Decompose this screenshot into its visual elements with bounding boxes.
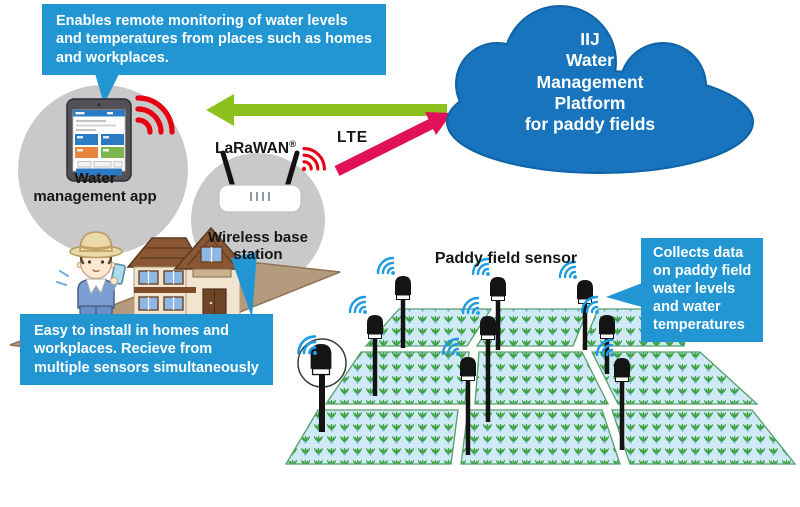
cloud-platform-title: IIJ Water Management Platform for paddy …: [524, 29, 656, 135]
tablet-icon: [66, 98, 132, 182]
base-station-label: Wireless base station: [208, 229, 308, 264]
callout-tail-install: [231, 252, 257, 318]
paddy-sensor-icon: [595, 338, 631, 450]
paddy-sensors: [348, 256, 631, 455]
downlink-arrow: [206, 94, 447, 126]
callout-remote-monitoring: Enables remote monitoring of water level…: [42, 4, 386, 75]
paddy-sensor-label: Paddy field sensor: [434, 250, 578, 267]
paddy-sensor-icon: [471, 257, 507, 350]
paddy-sensor-icon: [376, 256, 412, 348]
paddy-sensor-icon: [558, 260, 594, 350]
registered-trademark: ®: [289, 139, 297, 150]
water-app-label: Water management app: [33, 170, 157, 205]
callout-tail-collect: [606, 283, 642, 307]
cloud-icon: [446, 5, 754, 174]
router-icon: [218, 150, 302, 213]
lorawan-text: LaRaWAN: [215, 140, 290, 158]
uplink-arrow: [334, 112, 452, 176]
callout-collects-data: Collects data on paddy field water level…: [641, 238, 764, 342]
wifi-red-router-icon: [301, 147, 326, 172]
house-icon: [126, 226, 249, 317]
farmer-icon: [55, 231, 126, 318]
paddy-sensor-icon: [441, 337, 477, 455]
magnified-sensor: [297, 335, 347, 432]
lorawan-label: LaRaWAN®: [215, 139, 296, 158]
paddy-sensor-icon: [348, 295, 384, 396]
callout-tail-remote: [94, 70, 121, 104]
paddy-sensor-icon: [461, 296, 497, 422]
callout-easy-install: Easy to install in homes and workplaces.…: [20, 314, 273, 385]
lte-label: LTE: [337, 129, 369, 146]
